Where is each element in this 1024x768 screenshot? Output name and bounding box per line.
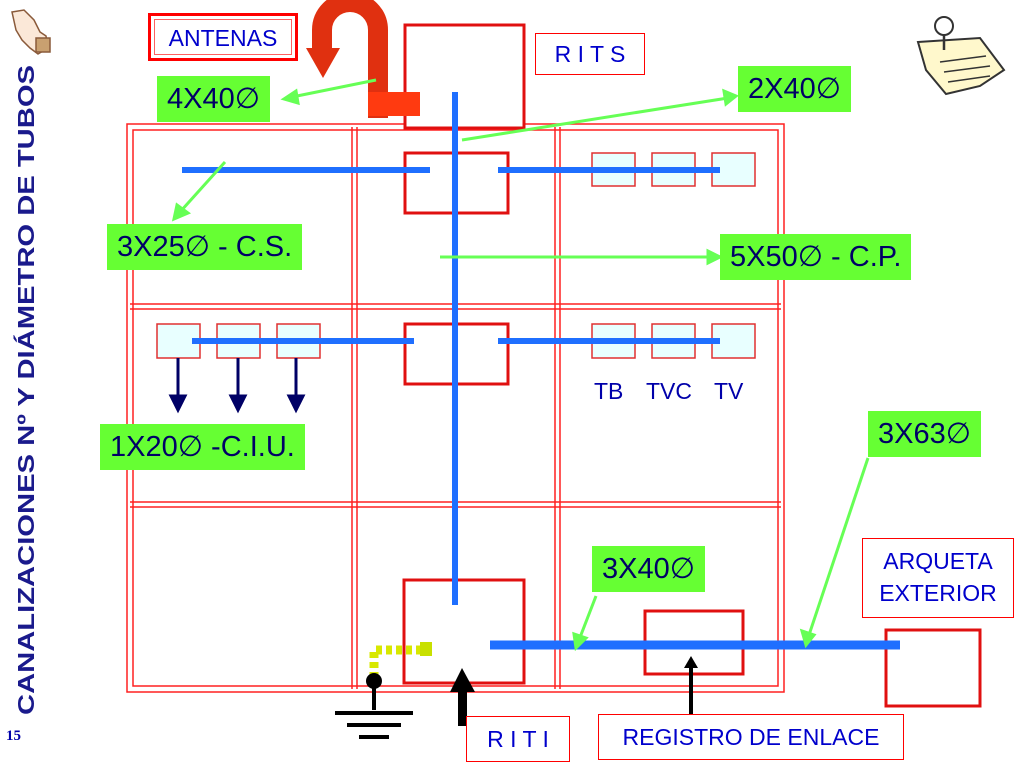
tubes [182,92,900,650]
outlet-label-tb: TB [594,378,624,404]
arqueta-exterior-label: ARQUETA EXTERIOR [862,538,1014,618]
ground-icon [335,642,432,739]
up-arrows [450,656,698,726]
tube-label-3x63: 3X63∅ [868,411,981,457]
tube-label-2x40: 2X40∅ [738,66,851,112]
hand-icon [11,9,51,55]
tube-label-3x25: 3X25∅ - C.S. [107,224,303,270]
ciu-arrows [168,358,306,414]
bent-arrow-icon [306,0,420,118]
side-title: CANALIZACIONES Nº Y DIÁMETRO DE TUBOS [12,65,39,715]
tube-label-5x50: 5X50∅ - C.P. [720,234,912,280]
outlet-label-tv: TV [714,378,744,404]
riti-room [402,578,526,685]
arqueta-line1: ARQUETA [883,548,993,574]
rits-room [403,23,526,130]
tube-label-1x20: 1X20∅ -C.I.U. [100,424,305,470]
riti-label: R I T I [466,716,570,762]
arqueta-box [884,628,982,708]
antenas-label: ANTENAS [148,13,298,61]
side-title-text: CANALIZACIONES Nº Y DIÁMETRO DE TUBOS [12,65,39,715]
outlet-label-tvc: TVC [646,378,692,404]
registro-enlace-label: REGISTRO DE ENLACE [598,714,904,760]
tube-label-3x40: 3X40∅ [592,546,705,592]
tube-label-4x40: 4X40∅ [157,76,270,122]
green-pointers [171,78,870,652]
page-number: 15 [6,728,21,744]
arqueta-line2: EXTERIOR [879,580,997,606]
note-pin-icon [916,16,1006,96]
rits-label: R I T S [535,33,645,75]
